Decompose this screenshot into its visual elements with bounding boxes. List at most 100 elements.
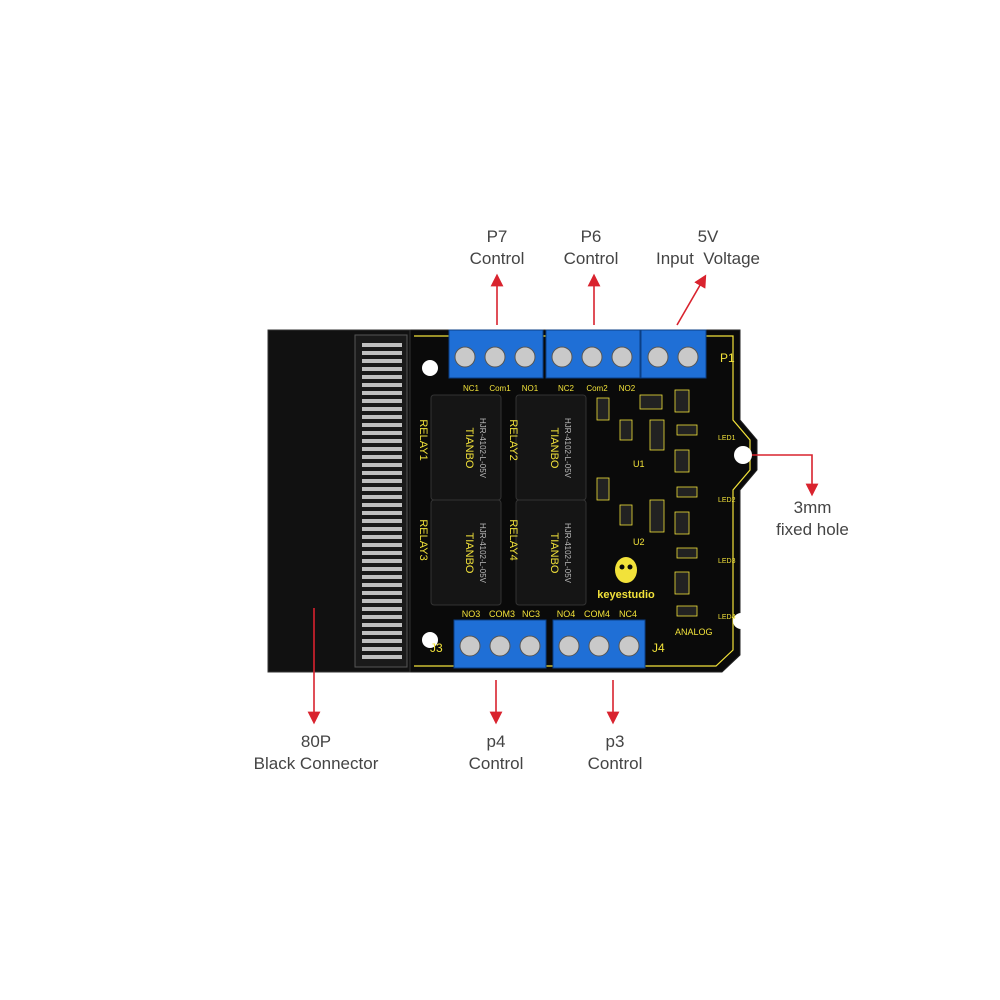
- connector-pin: [362, 439, 402, 443]
- connector-pin: [362, 399, 402, 403]
- callout-5v-line1: 5V: [697, 227, 719, 246]
- connector-pin: [362, 519, 402, 523]
- arrow-hole: [752, 454, 819, 497]
- callout-p3: p3 Control: [565, 731, 665, 775]
- terminal-block-power: [640, 329, 707, 379]
- mount-hole-3mm: [734, 446, 752, 464]
- connector-pin: [362, 567, 402, 571]
- connector-pin: [362, 343, 402, 347]
- callout-p7: P7 Control: [447, 226, 547, 270]
- label-com4: COM4: [584, 609, 610, 619]
- relay-1: TIANBO HJR-4102-L-05V: [430, 394, 502, 501]
- relay-3: TIANBO HJR-4102-L-05V: [430, 499, 502, 606]
- connector-pin: [362, 559, 402, 563]
- connector-slot: [354, 334, 408, 668]
- label-nc2: NC2: [558, 384, 575, 393]
- label-j3: J3: [430, 641, 443, 655]
- label-no4: NO4: [557, 609, 576, 619]
- connector-pin: [362, 375, 402, 379]
- connector-pin: [362, 367, 402, 371]
- relay-3-model: HJR-4102-L-05V: [478, 523, 487, 584]
- label-led3: LED3: [718, 558, 736, 565]
- terminal-block-relay1: [448, 329, 544, 379]
- connector-pin: [362, 415, 402, 419]
- label-relay1: RELAY1: [417, 419, 429, 460]
- connector-pin: [362, 591, 402, 595]
- relay-4-model: HJR-4102-L-05V: [563, 523, 572, 584]
- label-p1: P1: [720, 351, 735, 365]
- connector-pin: [362, 455, 402, 459]
- connector-pin: [362, 351, 402, 355]
- connector-pin: [362, 511, 402, 515]
- connector-pin: [362, 391, 402, 395]
- pcb-silk-outline: [414, 335, 751, 667]
- callout-hole: 3mm fixed hole: [755, 497, 870, 541]
- callout-p6-line1: P6: [580, 227, 602, 246]
- connector-pin: [362, 535, 402, 539]
- terminal-block-relay3: [453, 619, 547, 669]
- connector-pin: [362, 423, 402, 427]
- relay-2-brand: TIANBO: [548, 428, 560, 469]
- label-no3: NO3: [462, 609, 481, 619]
- mount-hole-top: [422, 360, 438, 376]
- label-com3: COM3: [489, 609, 515, 619]
- connector-pin: [362, 615, 402, 619]
- label-j4: J4: [652, 641, 665, 655]
- callout-connector-line2: Black Connector: [253, 754, 379, 773]
- label-led1: LED1: [718, 435, 736, 442]
- connector-pin: [362, 623, 402, 627]
- connector-pin: [362, 551, 402, 555]
- relay-4: TIANBO HJR-4102-L-05V: [515, 499, 587, 606]
- connector-pins: [362, 343, 402, 659]
- label-com1: Com1: [489, 384, 511, 393]
- callout-hole-line1: 3mm: [793, 498, 832, 517]
- label-relay3: RELAY3: [417, 519, 429, 560]
- relay-2-model: HJR-4102-L-05V: [563, 418, 572, 479]
- connector-pin: [362, 647, 402, 651]
- connector-pin: [362, 575, 402, 579]
- connector-pin: [362, 359, 402, 363]
- label-led2: LED2: [718, 497, 736, 504]
- connector-pin: [362, 471, 402, 475]
- label-analog: ANALOG: [675, 627, 713, 637]
- relay-1-brand: TIANBO: [463, 428, 475, 469]
- label-com2: Com2: [586, 384, 608, 393]
- callout-p6: P6 Control: [541, 226, 641, 270]
- callout-hole-line2: fixed hole: [776, 520, 849, 539]
- terminal-block-relay4: [552, 619, 646, 669]
- connector-pin: [362, 431, 402, 435]
- connector-pin: [362, 543, 402, 547]
- callout-p3-line2: Control: [587, 754, 643, 773]
- callout-p4-line2: Control: [468, 754, 524, 773]
- connector-pin: [362, 631, 402, 635]
- callout-p3-line1: p3: [605, 732, 625, 751]
- label-led4: LED4: [718, 614, 736, 621]
- relay-1-model: HJR-4102-L-05V: [478, 418, 487, 479]
- label-relay4: RELAY4: [507, 519, 519, 560]
- relay-2: TIANBO HJR-4102-L-05V: [515, 394, 587, 501]
- label-u2: U2: [633, 537, 645, 547]
- label-no1: NO1: [522, 384, 539, 393]
- connector-pin: [362, 599, 402, 603]
- connector-pin: [362, 463, 402, 467]
- label-relay2: RELAY2: [507, 419, 519, 460]
- mount-hole-bottom: [422, 632, 438, 648]
- connector-pin: [362, 495, 402, 499]
- callout-p7-line1: P7: [486, 227, 508, 246]
- connector-pin: [362, 639, 402, 643]
- callout-connector-line1: 80P: [300, 732, 332, 751]
- relay-3-brand: TIANBO: [463, 533, 475, 574]
- connector-pin: [362, 503, 402, 507]
- connector-pin: [362, 583, 402, 587]
- label-nc1: NC1: [463, 384, 480, 393]
- relay-4-brand: TIANBO: [548, 533, 560, 574]
- connector-pin: [362, 527, 402, 531]
- smd-components: [596, 389, 698, 617]
- connector-pin: [362, 447, 402, 451]
- callout-p7-line2: Control: [469, 249, 525, 268]
- mount-hole-right-bottom: [733, 613, 749, 629]
- brand-text: keyestudio: [597, 589, 655, 601]
- callout-p4: p4 Control: [446, 731, 546, 775]
- callout-5v: 5V Input Voltage: [638, 226, 778, 270]
- callout-connector: 80P Black Connector: [236, 731, 396, 775]
